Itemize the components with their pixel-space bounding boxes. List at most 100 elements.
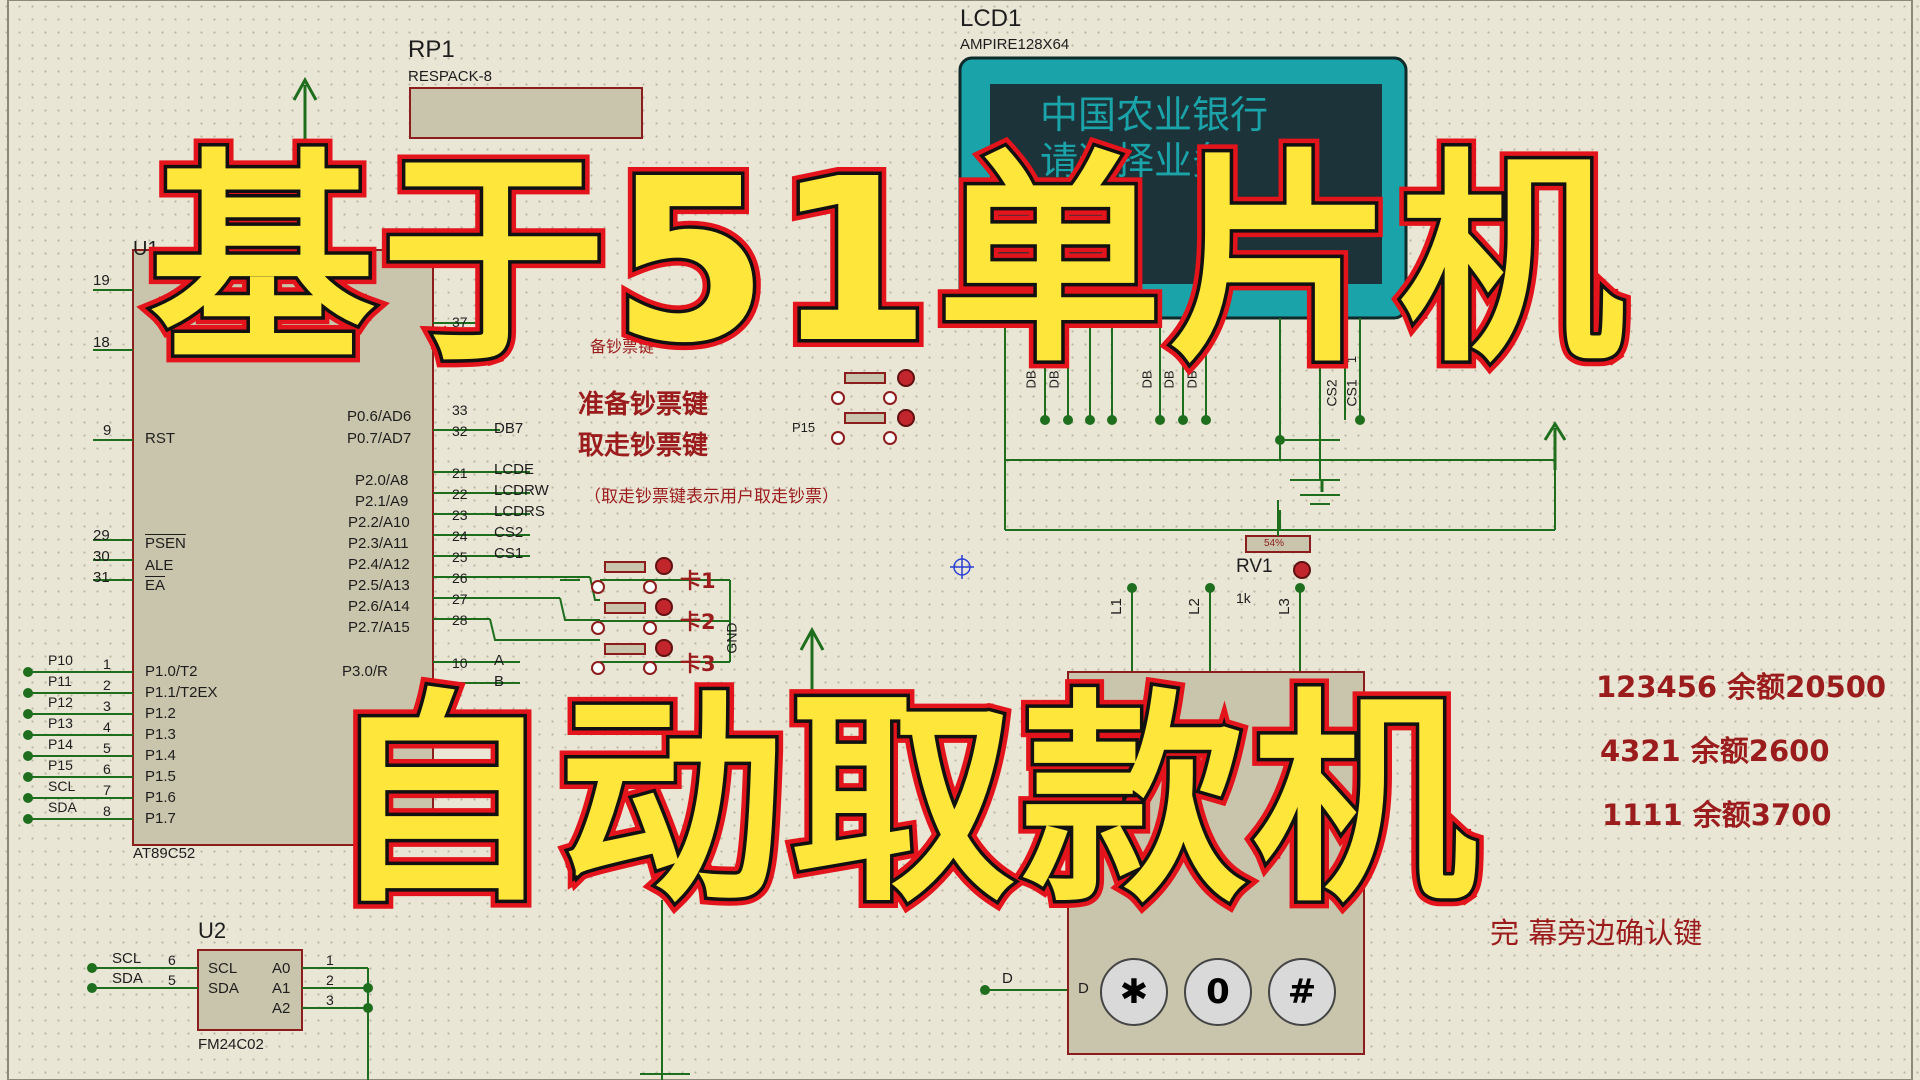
u1-pin-number: 22 xyxy=(452,486,468,502)
u1-pin-number: 37 xyxy=(452,314,468,330)
keypad-row-label: L3 xyxy=(1275,598,1293,615)
rp1-ref: RP1 xyxy=(408,36,455,63)
net-label: LCDE xyxy=(494,461,535,478)
u1-pin-number: 24 xyxy=(452,528,468,544)
card-switches xyxy=(560,579,731,663)
keypad-key-hash-label: # xyxy=(1287,972,1317,1012)
keypad-key-star[interactable]: ✱ xyxy=(1100,958,1168,1026)
u1-pin-name: P1.0/T2 xyxy=(145,663,198,680)
keypad-row-d-label: D xyxy=(1078,980,1089,997)
prepare-key-label-partial: 备钞票键 xyxy=(590,337,655,356)
u2-pin-number: 6 xyxy=(168,952,176,968)
u1-pin-number: 18 xyxy=(93,334,110,351)
u1-pin-name: P1.4 xyxy=(145,747,176,764)
net-label: LCDRS xyxy=(494,503,545,520)
u2-wires xyxy=(92,967,369,1080)
keypad-row-label: L2 xyxy=(1185,598,1203,615)
u1-pin-number: 26 xyxy=(452,570,468,586)
u1-pin-number: 25 xyxy=(452,549,468,565)
u1-pin-name: P2.2/A10 xyxy=(348,514,410,531)
account-line: 1111 余额3700 xyxy=(1602,798,1832,832)
u1-pin-name: ALE xyxy=(145,557,174,574)
u1-pin-name: PSEN xyxy=(145,535,186,552)
u2-pin-number: 3 xyxy=(326,992,334,1008)
u1-pin-name: P2.4/A12 xyxy=(348,556,410,573)
u1-pin-number: 8 xyxy=(103,803,111,819)
u1-pin-name: P1.1/T2EX xyxy=(145,684,218,701)
p15-label: P15 xyxy=(792,420,816,435)
u1-pin-name: P2.1/A9 xyxy=(355,493,409,510)
net-label: P15 xyxy=(48,757,73,773)
u1-pin-number: 32 xyxy=(452,423,468,439)
rv1-percent: 54% xyxy=(1264,538,1285,549)
rv1-value: 1k xyxy=(1236,590,1251,606)
card3-label: 卡3 xyxy=(680,652,716,676)
net-label: A xyxy=(494,652,505,669)
lcd-ref: LCD1 xyxy=(960,5,1022,32)
u1-pin-number: 28 xyxy=(452,612,468,628)
u2-ref: U2 xyxy=(198,918,227,943)
net-label: SDA xyxy=(48,799,77,815)
rp1-model: RESPACK-8 xyxy=(408,68,492,85)
lcd-screen xyxy=(990,84,1382,284)
net-label: P14 xyxy=(48,736,73,752)
u2-model: FM24C02 xyxy=(198,1036,264,1053)
net-label: P11 xyxy=(48,673,72,689)
u1-pin-name: P1.2 xyxy=(145,705,176,722)
account-line: 4321 余额2600 xyxy=(1600,734,1830,768)
u1-pin-name: P1.3 xyxy=(145,726,176,743)
keypad-key-hash[interactable]: # xyxy=(1268,958,1336,1026)
u1-pin-number: 5 xyxy=(103,740,111,756)
card1-label: 卡1 xyxy=(680,569,716,593)
u1-pin-name: P1.7 xyxy=(145,810,176,827)
power-arrow xyxy=(292,76,318,250)
u2-pin-name: A2 xyxy=(272,1000,291,1017)
u1-pin-name: P3.0/R xyxy=(342,663,388,680)
u1-pin-number: 19 xyxy=(93,272,110,289)
u1-pin-number: 10 xyxy=(452,655,468,671)
sheet-border xyxy=(7,0,1913,1080)
switch-leds xyxy=(655,369,915,657)
u1-pin-name: P0.6/AD6 xyxy=(347,408,412,425)
keypad-key-0[interactable]: 0 xyxy=(1184,958,1252,1026)
net-label: P13 xyxy=(48,715,73,731)
keypad-key-0-label: 0 xyxy=(1206,972,1230,1012)
net-label: B xyxy=(494,673,505,690)
net-label: SDA xyxy=(112,970,143,987)
gnd-label: GND xyxy=(723,622,740,654)
u1-pin-name: P1.6 xyxy=(145,789,176,806)
net-label: D xyxy=(496,312,507,329)
lcd-pin-ticks xyxy=(1044,318,1361,420)
lcd-model: AMPIRE128X64 xyxy=(960,36,1070,53)
u1-pin-name: P2.5/A13 xyxy=(348,577,410,594)
net-label: LCDRW xyxy=(494,482,549,499)
junction-dots xyxy=(23,667,33,824)
u2-pin-name: A1 xyxy=(272,980,291,997)
u1-pin-number: 4 xyxy=(103,719,111,735)
u1-pin-number: 2 xyxy=(103,677,111,693)
account-line: 123456 余额20500 xyxy=(1596,670,1887,704)
u1-pin-name: P2.7/A15 xyxy=(348,619,410,636)
u2-pin-name: SCL xyxy=(208,960,238,977)
lcd-screen-line2: 请选择业务 xyxy=(1040,139,1231,183)
u1-pin-number: 30 xyxy=(93,548,110,565)
u1-pin-number: 31 xyxy=(93,569,110,586)
title-line1: 基于51单片机 xyxy=(146,131,1631,393)
u1-model: AT89C52 xyxy=(133,845,196,862)
title-line2-stroke: 自动取款机 xyxy=(320,671,1485,933)
u2-pin-name: SDA xyxy=(208,980,239,997)
lcd-power-arrow xyxy=(1543,421,1567,470)
u1-pin-number: 7 xyxy=(103,782,111,798)
take-key-label: 取走钞票键 xyxy=(578,431,709,461)
net-label: DB7 xyxy=(494,420,524,437)
switch-caps xyxy=(604,372,886,655)
crosshair-marker xyxy=(950,555,974,579)
lcd-bus xyxy=(1004,318,1556,531)
rv1-red-dot xyxy=(1293,561,1311,579)
switch-contacts xyxy=(591,391,897,675)
u1-pin-name: P2.0/A8 xyxy=(355,472,409,489)
take-key-note: （取走钞票键表示用户取走钞票） xyxy=(584,487,839,507)
u1-pin-name: RST xyxy=(145,430,175,447)
